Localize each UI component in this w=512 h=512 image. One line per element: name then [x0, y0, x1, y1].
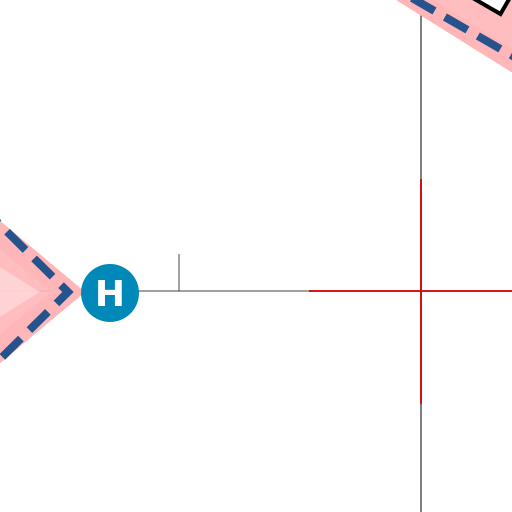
hospital-icon [81, 264, 139, 322]
hospital-marker-label: H [95, 274, 125, 315]
restricted-zone-left [0, 219, 86, 365]
zone-label-marker [471, 0, 512, 17]
crosshair-marker [309, 179, 512, 404]
restricted-zone-top-right [396, 0, 512, 73]
hospital-marker[interactable]: H [81, 264, 139, 322]
